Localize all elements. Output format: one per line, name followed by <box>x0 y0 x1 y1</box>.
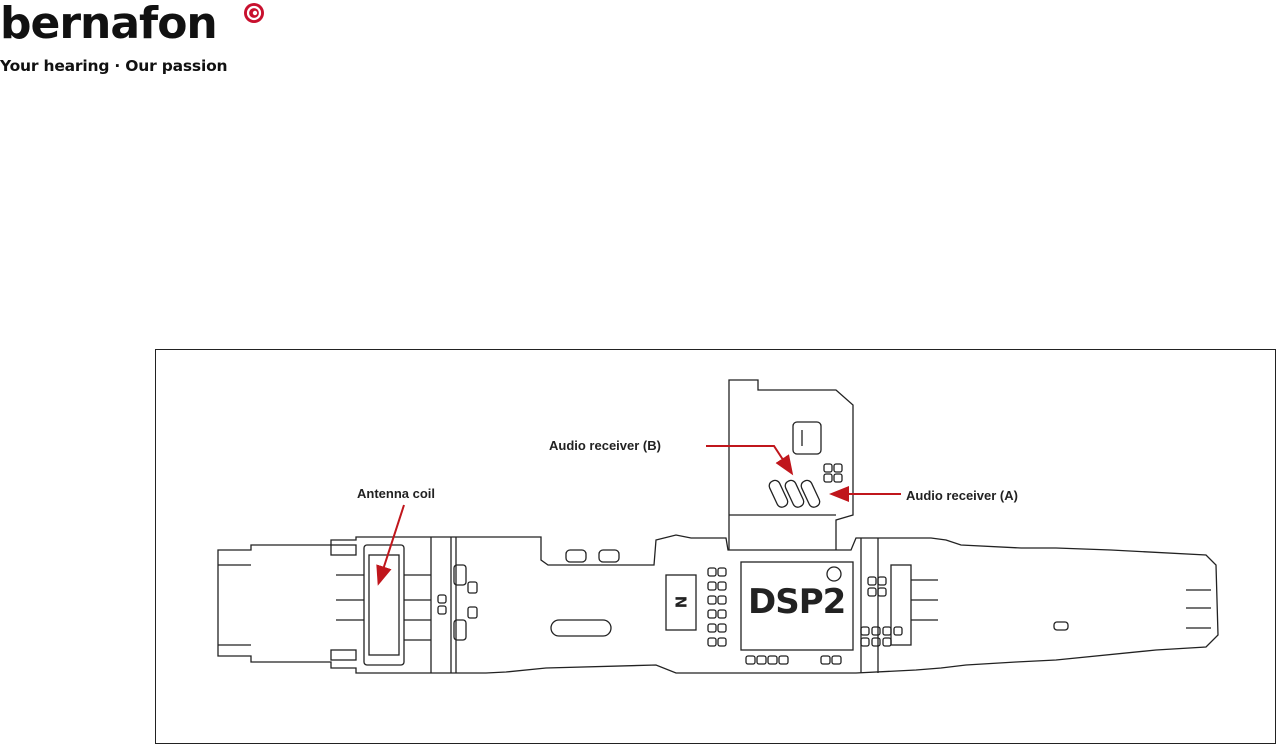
antenna-coil-shape <box>363 544 405 666</box>
upper-board-section <box>728 379 854 550</box>
n-chip-label: N <box>672 595 691 609</box>
antenna-coil-arrow <box>376 504 405 586</box>
audio-receivers <box>768 479 821 508</box>
logo-tagline: Your hearing · Our passion <box>0 57 228 75</box>
logo-wordmark: bernafon <box>0 0 218 49</box>
board-outline <box>217 534 1219 674</box>
spiral-ring-icon <box>244 3 264 23</box>
circuit-board-diagram <box>217 379 1219 674</box>
callout-audio-receiver-b: Audio receiver (B) <box>549 438 661 453</box>
n-chip <box>665 574 697 631</box>
audio-receiver-b-arrow <box>706 445 794 476</box>
bernafon-logo: bernafon Your hearing · Our passion <box>0 0 280 82</box>
callout-antenna-coil: Antenna coil <box>357 486 436 501</box>
dsp2-label: DSP2 <box>748 582 846 622</box>
callout-audio-receiver-a: Audio receiver (A) <box>906 488 1018 503</box>
dsp2-chip <box>740 561 854 651</box>
figure-frame: Antenna coil Audio receiver (B) Audio re… <box>155 349 1276 744</box>
